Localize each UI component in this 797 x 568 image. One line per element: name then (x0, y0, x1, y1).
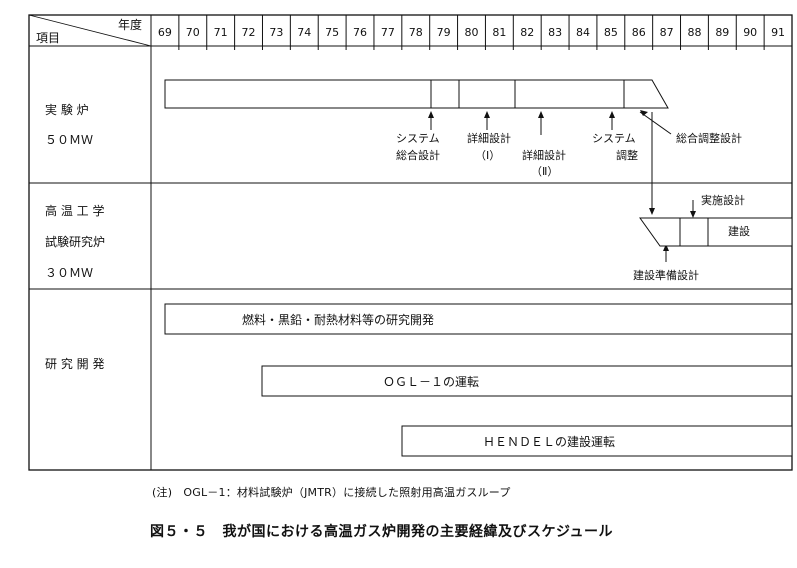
hendel-bar (401, 425, 793, 457)
arrow-head (663, 244, 669, 251)
row-label-htgr-2: 試験研究炉 (45, 234, 105, 249)
fuel-rd-bar (164, 303, 793, 335)
detail-design-2-label-1: 詳細設計 (522, 148, 566, 162)
row-label-exp-reactor: 実 験 炉 (45, 102, 89, 117)
year-label: 78 (409, 26, 423, 39)
year-label: 85 (604, 26, 618, 39)
year-label: 88 (687, 26, 701, 39)
item-header-label: 項目 (36, 31, 60, 45)
row-label-htgr-power: ３０ＭＷ (45, 266, 93, 280)
arrow-head (484, 111, 490, 118)
footnote: (注) OGL－1：材料試験炉（JMTR）に接続した照射用高温ガスループ (152, 486, 511, 499)
year-label: 83 (548, 26, 562, 39)
arrow-head (649, 208, 655, 215)
system-design-label-1: システム (396, 132, 440, 145)
arrow-line (639, 111, 672, 135)
year-label: 81 (492, 26, 506, 39)
impl-design-label: 実施設計 (701, 193, 745, 207)
year-label: 69 (158, 26, 172, 39)
year-label: 91 (771, 26, 785, 39)
year-label: 86 (632, 26, 646, 39)
arrow-head (690, 211, 696, 218)
year-label: 87 (660, 26, 674, 39)
detail-design-1-label-2: （Ⅰ） (475, 149, 500, 162)
system-adjust-label-1: システム (592, 132, 636, 145)
hendel-label: ＨＥＮＤＥＬの建設運転 (483, 434, 615, 449)
year-label: 74 (297, 26, 311, 39)
year-label: 71 (214, 26, 228, 39)
figure-caption: 図５・５ 我が国における高温ガス炉開発の主要経緯及びスケジュール (150, 524, 614, 540)
ogl-bar (261, 365, 793, 397)
detail-design-2-label-2: （Ⅱ） (531, 165, 558, 178)
year-header-label: 年度 (118, 17, 142, 32)
year-label: 77 (381, 26, 395, 39)
detail-design-1-label-1: 詳細設計 (467, 131, 511, 145)
schedule-diagram: 年度 項目 69 70 71 72 73 74 75 76 77 78 79 80 81 82 83 84 85… (28, 14, 793, 471)
year-label: 72 (242, 26, 256, 39)
row-label-exp-power: ５０ＭＷ (45, 133, 93, 147)
year-label: 80 (465, 26, 479, 39)
arrow-heads (428, 110, 696, 251)
system-adjust-label-2: 調整 (616, 148, 638, 162)
year-label: 75 (325, 26, 339, 39)
arrow-head (609, 111, 615, 118)
arrow-head (428, 111, 434, 118)
year-label: 79 (437, 26, 451, 39)
year-label: 70 (186, 26, 200, 39)
overall-adjust-label: 総合調整設計 (676, 131, 742, 145)
year-label: 84 (576, 26, 590, 39)
system-design-label-2: 総合設計 (396, 148, 440, 162)
fuel-rd-label: 燃料・黒鉛・耐熱材料等の研究開発 (242, 312, 434, 327)
exp-reactor-bar (164, 79, 669, 109)
row-label-htgr-1: 高 温 工 学 (45, 203, 104, 218)
construction-label: 建設 (728, 224, 750, 238)
ogl-label: ＯＧＬ－１の運転 (383, 375, 479, 389)
arrow-head (640, 110, 648, 116)
year-label: 89 (715, 26, 729, 39)
year-labels: 69 70 71 72 73 74 75 76 77 78 79 80 81 82 83 84 85 86 87 88… (158, 26, 785, 39)
year-label: 73 (269, 26, 283, 39)
year-label: 90 (743, 26, 757, 39)
year-label: 82 (520, 26, 534, 39)
year-label: 76 (353, 26, 367, 39)
row-label-rd: 研 究 開 発 (45, 356, 104, 371)
httr-bar (639, 217, 793, 247)
arrow-head (538, 111, 544, 118)
year-dividers (178, 15, 765, 50)
header-diagonal (28, 14, 152, 47)
construction-prep-label: 建設準備設計 (633, 268, 699, 282)
